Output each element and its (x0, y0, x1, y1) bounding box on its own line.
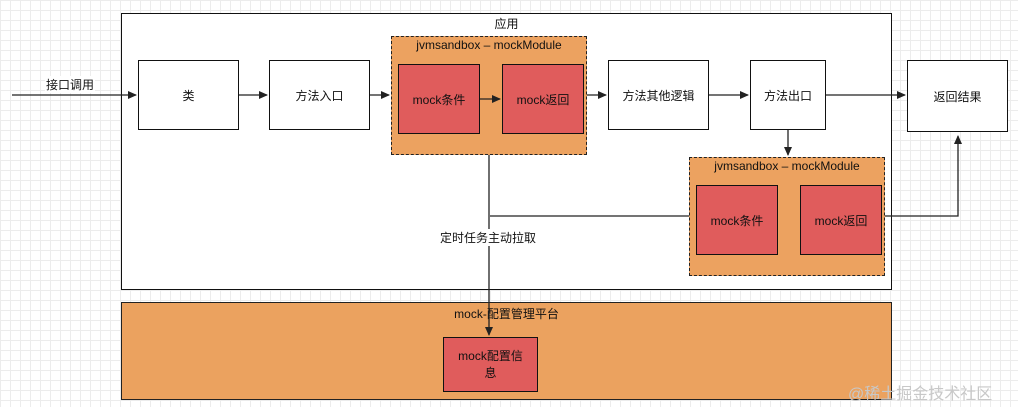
edge-label-scheduled-pull: 定时任务主动拉取 (438, 229, 539, 246)
mock-module-top-title: jvmsandbox – mockModule (416, 38, 562, 52)
mock-condition-bottom: mock条件 (696, 185, 778, 255)
mock-condition-top-label: mock条件 (412, 92, 466, 107)
edge-mock-bottom-to-result (885, 135, 962, 217)
mock-return-top-label: mock返回 (516, 92, 570, 107)
node-mock-config-info-label: mock配置信息 (458, 349, 523, 380)
node-class-label: 类 (182, 88, 195, 103)
watermark-text: @稀土掘金技术社区 (848, 386, 993, 403)
node-method-exit-label: 方法出口 (763, 88, 812, 103)
node-return-result-label: 返回结果 (933, 89, 982, 104)
node-method-exit: 方法出口 (750, 60, 826, 130)
app-container-title: 应用 (494, 17, 519, 31)
node-class: 类 (138, 60, 239, 130)
mock-condition-bottom-label: mock条件 (710, 213, 764, 228)
node-method-other-logic: 方法其他逻辑 (608, 60, 709, 130)
node-method-entry: 方法入口 (269, 60, 370, 130)
node-return-result: 返回结果 (907, 60, 1008, 132)
node-method-other-logic-label: 方法其他逻辑 (622, 88, 695, 103)
mock-return-top: mock返回 (502, 64, 584, 134)
mock-module-bottom-title: jvmsandbox – mockModule (714, 159, 860, 173)
node-method-entry-label: 方法入口 (295, 88, 344, 103)
platform-title: mock-配置管理平台 (454, 307, 559, 321)
mock-condition-top: mock条件 (398, 64, 480, 134)
node-mock-config-info: mock配置信息 (443, 337, 538, 392)
mock-return-bottom-label: mock返回 (814, 213, 868, 228)
mock-return-bottom: mock返回 (800, 185, 882, 255)
edge-label-interface-call: 接口调用 (45, 76, 96, 93)
